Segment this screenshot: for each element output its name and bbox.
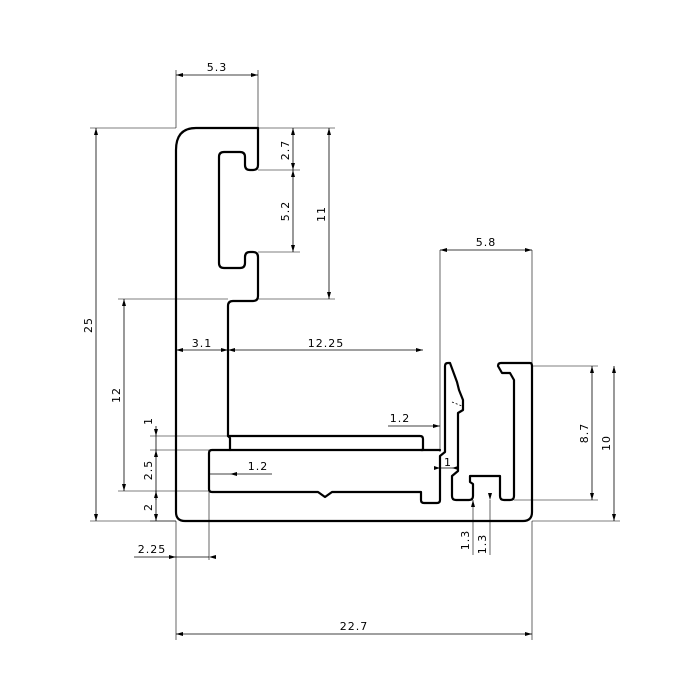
dim-right-gap-1: 1.3 — [459, 530, 472, 551]
dim-lip-width: 1.2 — [390, 412, 411, 425]
dim-inner-lip-width: 1.2 — [248, 460, 269, 473]
dim-wall-thickness: 3.1 — [192, 337, 213, 350]
profile-outline — [174, 126, 534, 523]
dim-step-1: 1 — [142, 417, 155, 425]
dim-channel-width: 12.25 — [308, 337, 345, 350]
dim-base-height: 2 — [142, 503, 155, 511]
dim-lower-height: 12 — [110, 387, 123, 403]
dim-slot-height: 5.2 — [279, 201, 292, 222]
dim-right-top-width: 5.8 — [476, 236, 497, 249]
dim-slot-top: 2.7 — [279, 140, 292, 161]
dim-right-height-8-7: 8.7 — [578, 423, 591, 444]
dim-bottom-offset: 2.25 — [138, 543, 167, 556]
dim-top-width: 5.3 — [207, 61, 228, 74]
dim-step-2-5: 2.5 — [142, 460, 155, 481]
dim-right-height-10: 10 — [600, 435, 613, 451]
dashed-detail — [451, 401, 463, 407]
channel-inner-line — [226, 434, 425, 452]
dim-small-gap: 1 — [444, 456, 452, 469]
dim-right-gap-2: 1.3 — [476, 534, 489, 555]
dim-overall-height: 25 — [82, 317, 95, 333]
dim-overall-width: 22.7 — [340, 620, 369, 633]
dim-upper-height: 11 — [315, 206, 328, 222]
